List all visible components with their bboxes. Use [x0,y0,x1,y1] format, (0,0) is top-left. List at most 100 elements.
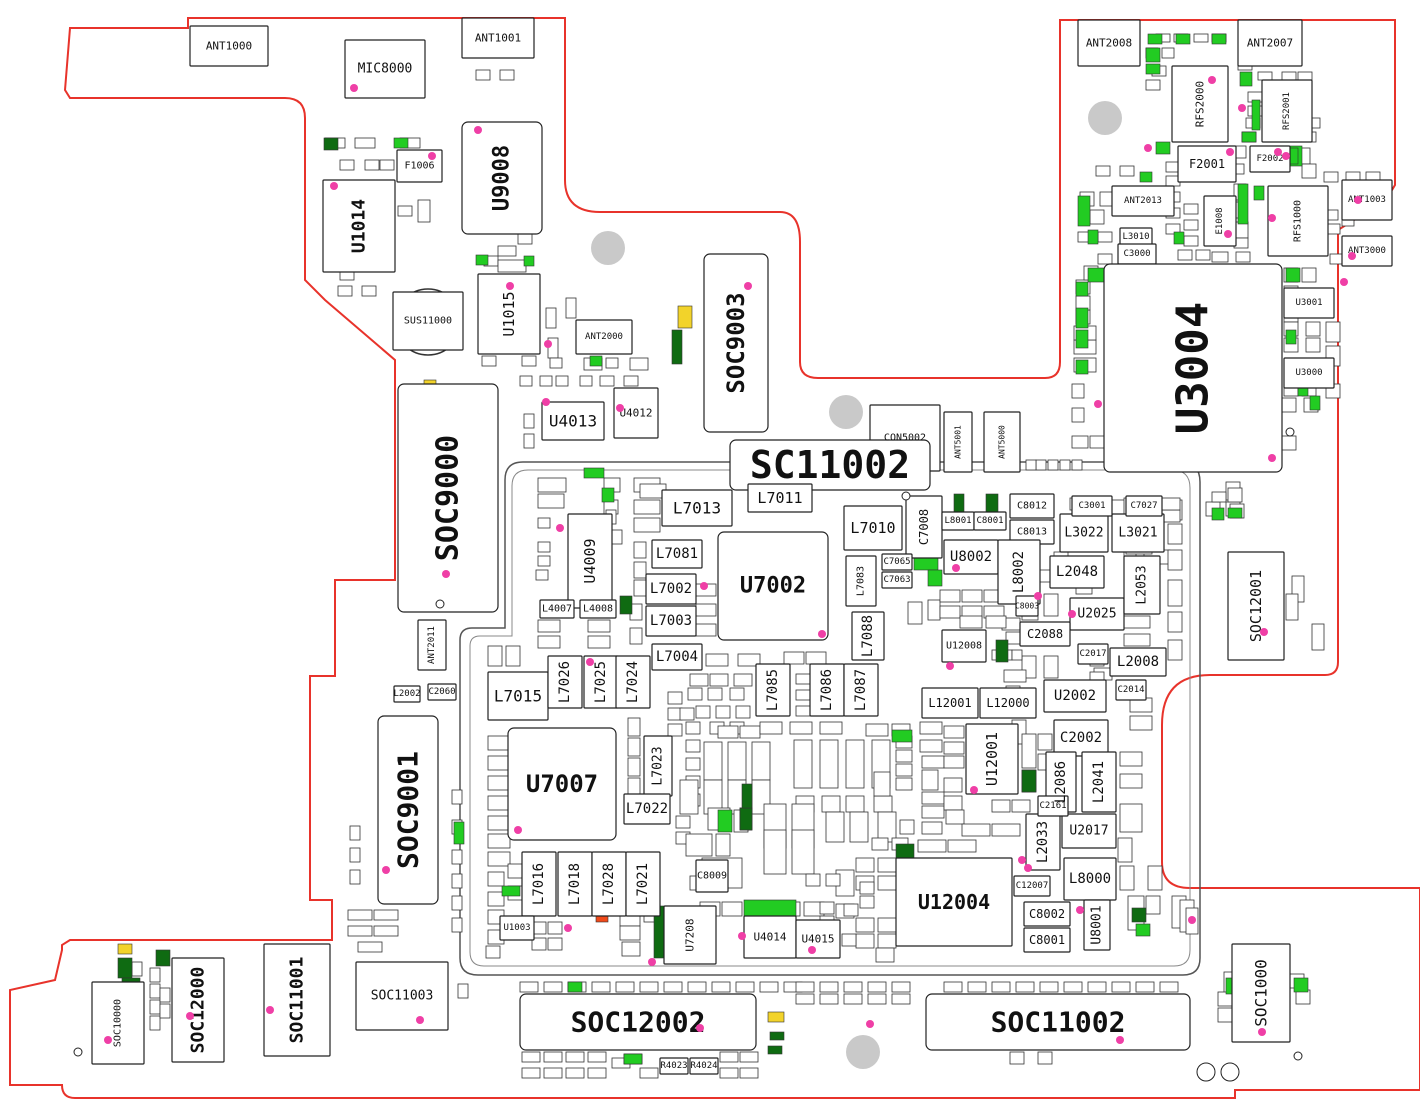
component-mic8000[interactable] [344,39,426,99]
component-l7026[interactable] [547,655,583,709]
component-c3001[interactable] [1071,495,1113,517]
component-f2001[interactable] [1177,145,1237,183]
component-u1014[interactable] [322,179,396,273]
component-ant1001[interactable] [461,17,535,59]
component-l7016[interactable] [521,851,557,917]
component-l7021[interactable] [625,851,661,917]
component-c7065[interactable] [881,553,913,571]
component-u8001[interactable] [1083,899,1111,951]
component-l2002[interactable] [393,685,421,703]
component-l7013[interactable] [661,489,733,527]
component-u2017[interactable] [1061,813,1117,849]
component-c2161[interactable] [1037,795,1069,817]
component-u2002[interactable] [1043,679,1107,713]
component-soc12001[interactable] [1227,551,1285,661]
component-u4012[interactable] [613,387,659,439]
component-rfs2000[interactable] [1171,65,1229,143]
component-ant2008[interactable] [1077,19,1141,67]
test-point [73,1047,83,1057]
component-l7088[interactable] [851,611,885,661]
component-c2088[interactable] [1019,621,1071,647]
component-u12001[interactable] [965,723,1019,795]
component-sus11000[interactable] [392,291,464,351]
component-c2014[interactable] [1115,679,1147,701]
component-soc11002[interactable] [925,993,1191,1051]
component-c8003[interactable] [1015,595,1039,617]
component-c8002[interactable] [1023,901,1071,927]
component-l2008[interactable] [1109,647,1167,677]
component-label: L7021 [635,863,651,905]
component-c2017[interactable] [1077,643,1109,665]
component-ant2007[interactable] [1237,19,1303,67]
smd-pad [715,833,731,857]
component-u9008[interactable] [461,121,543,235]
component-u7002[interactable] [717,531,829,641]
component-r4024[interactable] [689,1057,719,1075]
component-l7022[interactable] [623,793,671,825]
component-soc11003[interactable] [355,961,449,1031]
highlight-dark_green-pad [767,1045,783,1055]
component-l7087[interactable] [843,663,879,717]
component-label: C7063 [883,575,910,585]
component-c7027[interactable] [1125,495,1163,517]
component-rfs1000[interactable] [1267,185,1329,257]
component-c8012[interactable] [1009,493,1055,519]
component-label: U2002 [1054,688,1096,704]
component-u1003[interactable] [499,915,535,941]
smd-pad [149,999,161,1015]
component-soc11001[interactable] [263,943,331,1057]
component-u12004[interactable] [895,857,1013,947]
component-l2053[interactable] [1123,555,1161,615]
component-soc9001[interactable] [377,715,439,905]
component-l12001[interactable] [921,687,979,719]
component-sc11002[interactable] [729,439,931,491]
component-ant2013[interactable] [1111,185,1175,217]
component-l7024[interactable] [615,655,651,709]
component-l7010[interactable] [843,505,903,551]
component-c2002[interactable] [1053,719,1109,757]
component-u4015[interactable] [795,919,841,959]
component-l7004[interactable] [651,643,703,671]
component-c8001[interactable] [1023,927,1071,953]
component-ant5001[interactable] [943,411,973,473]
component-l7085[interactable] [755,663,791,717]
highlight-dark_green-pad [985,493,999,513]
component-u1015[interactable] [477,273,541,355]
component-l7081[interactable] [651,539,703,569]
component-c8001[interactable] [973,511,1007,531]
component-u3004[interactable] [1103,263,1283,473]
component-c2060[interactable] [427,683,457,701]
component-ant1000[interactable] [189,25,269,67]
component-l2041[interactable] [1081,751,1117,813]
component-soc1000[interactable] [1231,943,1291,1043]
component-l4007[interactable] [539,599,575,619]
component-u4013[interactable] [541,401,605,441]
component-l2048[interactable] [1049,555,1105,589]
component-soc12000[interactable] [171,957,225,1063]
component-l7011[interactable] [747,483,813,513]
component-c8009[interactable] [695,859,729,893]
component-r4023[interactable] [659,1057,689,1075]
component-c12007[interactable] [1013,875,1051,897]
component-soc12002[interactable] [519,993,757,1051]
component-u12008[interactable] [941,629,987,663]
smd-pad [1159,981,1179,993]
component-l7003[interactable] [645,605,697,637]
component-l7002[interactable] [645,573,697,605]
component-u7007[interactable] [507,727,617,841]
component-ant1003[interactable] [1341,179,1393,221]
component-ant2000[interactable] [575,319,633,355]
component-soc10000[interactable] [91,981,145,1065]
component-u7208[interactable] [663,905,717,965]
component-ant2011[interactable] [417,619,447,671]
component-l7083[interactable] [845,555,877,607]
component-u3000[interactable] [1283,357,1335,389]
component-soc9003[interactable] [703,253,769,433]
component-soc9000[interactable] [397,383,499,613]
component-l4008[interactable] [579,599,617,619]
component-l12000[interactable] [979,687,1037,719]
component-rfs2001[interactable] [1261,79,1313,143]
component-ant5000[interactable] [983,411,1021,473]
component-u3001[interactable] [1283,287,1335,319]
component-c7063[interactable] [881,571,913,589]
